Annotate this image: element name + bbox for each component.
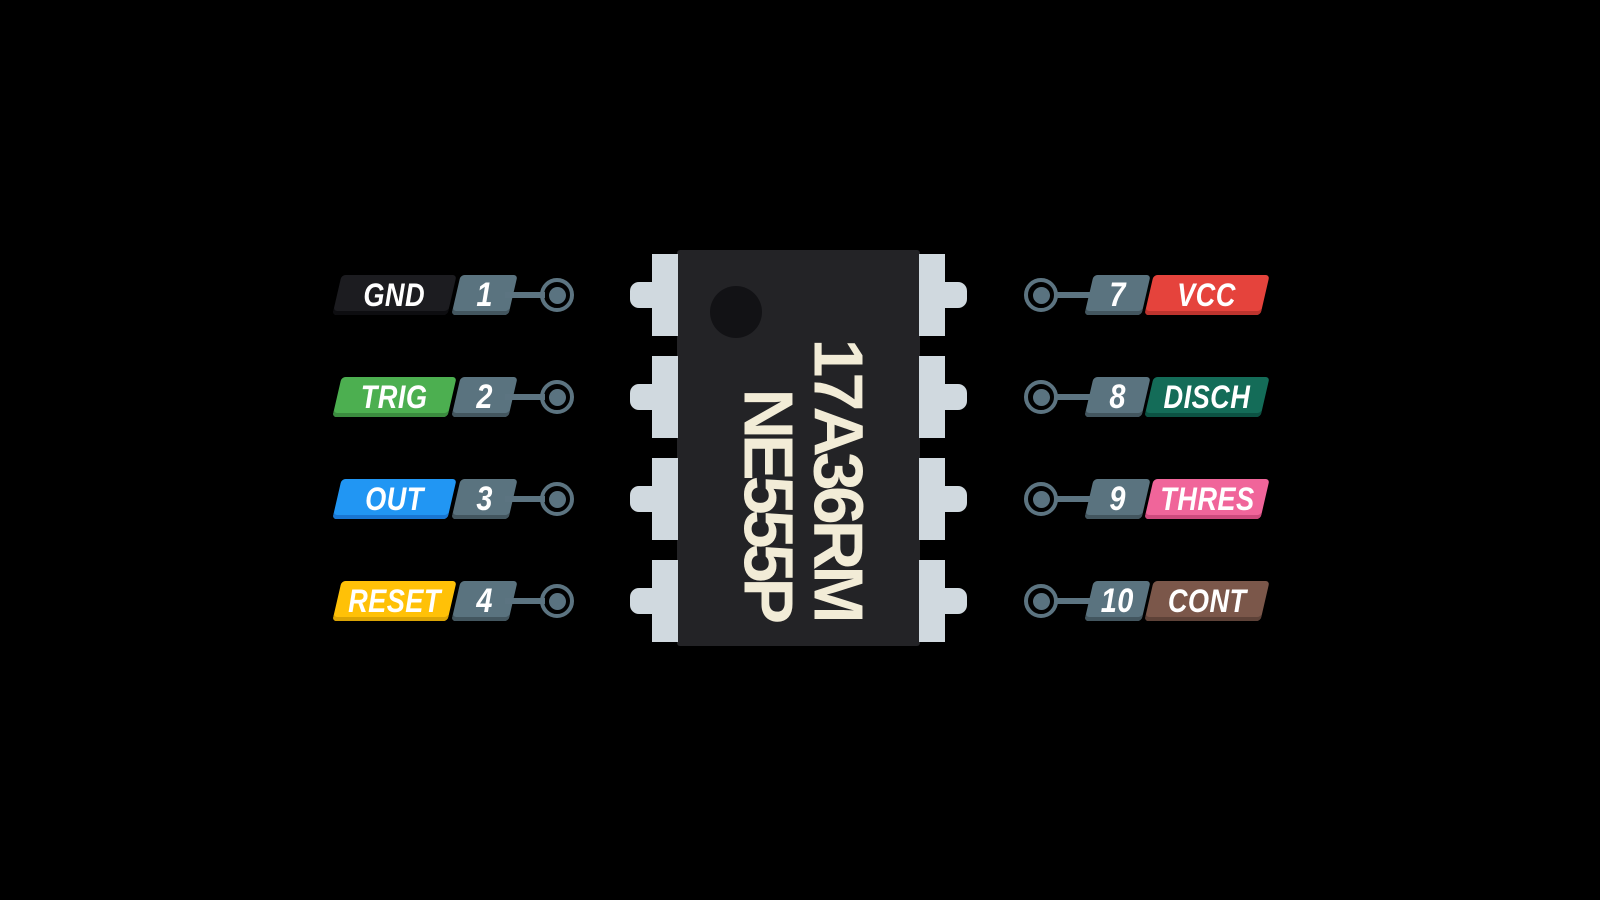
- pin-ring-dot: [1032, 388, 1050, 406]
- chip-pin-left-3: [652, 458, 678, 540]
- chip-pin-left-1-lead: [630, 282, 652, 308]
- pin-name-label: VCC: [1177, 276, 1237, 313]
- connector-line: [505, 394, 545, 400]
- chip-pin-left-2: [652, 356, 678, 438]
- pin-row-1: GND 1 7 VCC: [0, 254, 1600, 336]
- connector-line: [1054, 598, 1094, 604]
- pin-name-badge-reset: RESET: [332, 581, 457, 621]
- pin-name-label: TRIG: [361, 378, 428, 415]
- pin-row-2: TRIG 2 8 DISCH: [0, 356, 1600, 438]
- chip-pin1-indicator-dot: [710, 286, 762, 338]
- pin-ring-dot: [1032, 286, 1050, 304]
- chip-pin-right-2: [919, 356, 945, 438]
- chip-pin-left-4: [652, 560, 678, 642]
- pin-ring-icon: [540, 278, 574, 312]
- pin-number-badge-8: 8: [1084, 377, 1151, 417]
- pin-name-label: DISCH: [1163, 378, 1251, 415]
- connector-line: [1054, 394, 1094, 400]
- pin-row-3: OUT 3 9 THRES: [0, 458, 1600, 540]
- pin-number-badge-7: 7: [1084, 275, 1151, 315]
- pin-ring-dot: [548, 490, 566, 508]
- pin-ring-icon: [540, 482, 574, 516]
- pin-ring-icon: [1024, 482, 1058, 516]
- pin-number-label: 2: [476, 377, 493, 416]
- pin-ring-icon: [1024, 584, 1058, 618]
- pin-number-badge-10: 10: [1084, 581, 1151, 621]
- pin-name-label: THRES: [1159, 480, 1255, 517]
- chip-pin-left-2-lead: [630, 384, 652, 410]
- pin-ring-icon: [1024, 278, 1058, 312]
- pin-row-4: RESET 4 10 CONT: [0, 560, 1600, 642]
- chip-pin-left-3-lead: [630, 486, 652, 512]
- pin-name-badge-cont: CONT: [1144, 581, 1270, 621]
- chip-pin-right-1-lead: [945, 282, 967, 308]
- connector-line: [505, 496, 545, 502]
- chip-pin-right-4-lead: [945, 588, 967, 614]
- pin-ring-dot: [1032, 592, 1050, 610]
- pin-name-badge-thres: THRES: [1144, 479, 1270, 519]
- pin-name-badge-gnd: GND: [332, 275, 457, 315]
- pin-name-badge-out: OUT: [332, 479, 457, 519]
- chip-pin-right-4: [919, 560, 945, 642]
- chip-pin-right-3-lead: [945, 486, 967, 512]
- pin-ring-icon: [540, 584, 574, 618]
- pin-name-label: CONT: [1167, 582, 1247, 619]
- connector-line: [505, 598, 545, 604]
- pin-name-label: RESET: [348, 582, 441, 619]
- pin-name-badge-disch: DISCH: [1144, 377, 1270, 417]
- pin-number-label: 4: [476, 581, 493, 620]
- pin-ring-icon: [540, 380, 574, 414]
- chip-pin-right-1: [919, 254, 945, 336]
- connector-line: [505, 292, 545, 298]
- pin-name-badge-trig: TRIG: [332, 377, 457, 417]
- pin-name-label: GND: [363, 276, 426, 313]
- chip-pin-left-1: [652, 254, 678, 336]
- pin-number-label: 7: [1109, 275, 1126, 314]
- chip-pin-right-3: [919, 458, 945, 540]
- pin-name-badge-vcc: VCC: [1144, 275, 1270, 315]
- pin-number-badge-9: 9: [1084, 479, 1151, 519]
- chip-pin-left-4-lead: [630, 588, 652, 614]
- pin-number-label: 10: [1100, 581, 1134, 620]
- connector-line: [1054, 292, 1094, 298]
- pin-number-label: 1: [476, 275, 493, 314]
- connector-line: [1054, 496, 1094, 502]
- pin-ring-dot: [548, 592, 566, 610]
- pin-ring-dot: [548, 286, 566, 304]
- chip-pin-right-2-lead: [945, 384, 967, 410]
- pin-number-label: 8: [1109, 377, 1126, 416]
- pin-name-label: OUT: [365, 480, 424, 517]
- pin-ring-dot: [548, 388, 566, 406]
- pin-number-label: 3: [476, 479, 493, 518]
- pin-ring-icon: [1024, 380, 1058, 414]
- pin-ring-dot: [1032, 490, 1050, 508]
- pin-number-label: 9: [1109, 479, 1126, 518]
